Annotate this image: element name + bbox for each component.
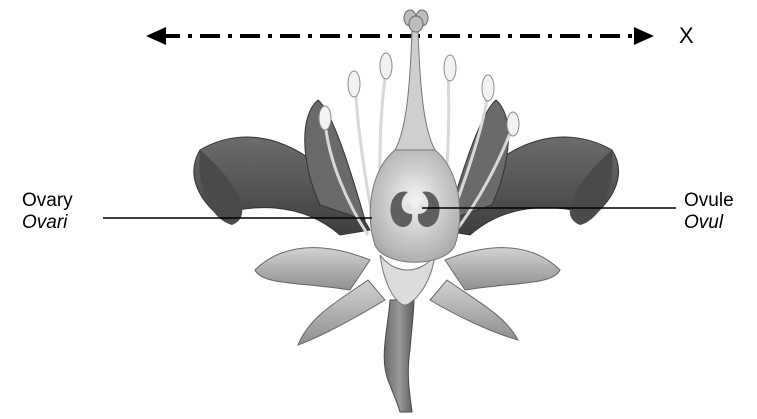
stem [384,300,414,412]
axis-x-line [146,27,654,45]
ovary-label-ms: Ovari [22,212,73,234]
axis-x-label: X [679,23,694,49]
ovule-label: Ovule Ovul [684,190,734,234]
ovary [370,150,460,262]
ovary-label: Ovary Ovari [22,190,73,234]
style [395,30,435,150]
ovary-label-en: Ovary [22,190,73,212]
stigma [404,10,428,32]
ovule-label-ms: Ovul [684,212,734,234]
ovule-label-en: Ovule [684,190,734,212]
